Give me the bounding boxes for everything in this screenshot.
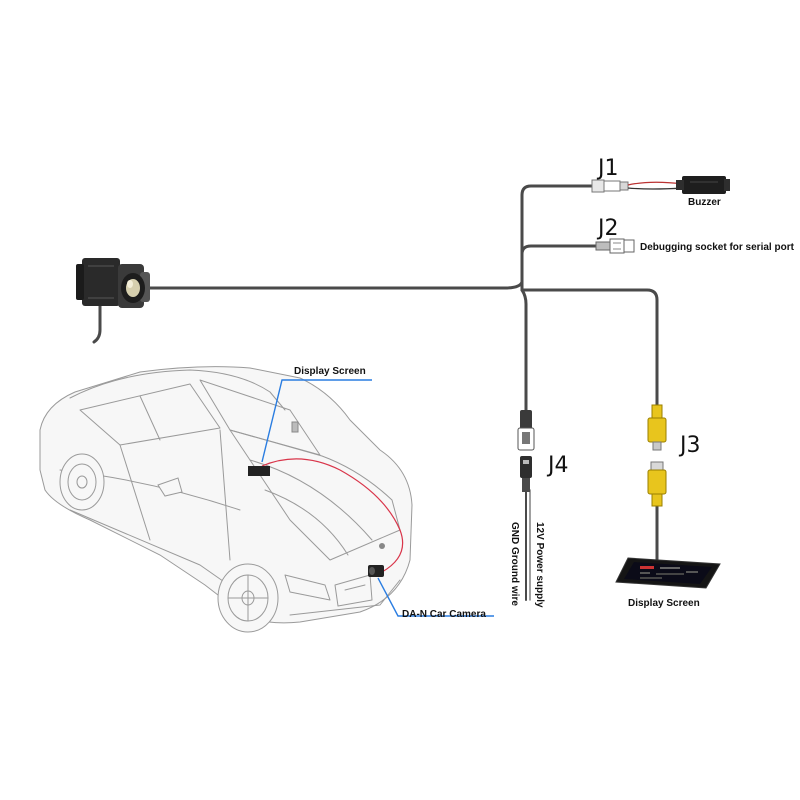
callout-display-screen bbox=[261, 379, 372, 463]
car-red-wire bbox=[261, 458, 404, 573]
j3-cable bbox=[520, 288, 659, 407]
callout-car-camera bbox=[377, 577, 494, 617]
callout-lines bbox=[261, 379, 494, 617]
label-ground-wire: GND Ground wire bbox=[509, 522, 520, 606]
buzzer-icon bbox=[676, 176, 730, 194]
car-illustration bbox=[39, 366, 413, 633]
j1-cable bbox=[520, 184, 594, 292]
label-j4: J4 bbox=[546, 453, 569, 478]
label-power-supply: 12V Power supply bbox=[534, 522, 545, 608]
label-j2: J2 bbox=[596, 216, 619, 241]
j2-connector bbox=[595, 238, 635, 254]
j3-rca-connector bbox=[647, 404, 667, 507]
label-buzzer: Buzzer bbox=[688, 197, 721, 208]
j2-cable bbox=[520, 244, 598, 256]
label-debug-socket: Debugging socket for serial port bbox=[640, 242, 795, 253]
j4-cable bbox=[520, 288, 528, 412]
buzzer-wire bbox=[627, 181, 685, 190]
thermal-camera bbox=[76, 258, 150, 308]
cable-network bbox=[92, 184, 659, 601]
label-j3: J3 bbox=[678, 433, 701, 458]
j1-connector bbox=[591, 179, 629, 193]
label-display-screen-car: Display Screen bbox=[294, 366, 366, 377]
j4-power-connector bbox=[517, 410, 535, 492]
camera-tail-cable bbox=[92, 304, 102, 344]
label-car-camera: DA-N Car Camera bbox=[402, 609, 486, 620]
car-dash-display bbox=[248, 466, 270, 476]
label-display-screen-device: Display Screen bbox=[628, 598, 700, 609]
display-screen-device bbox=[615, 557, 721, 589]
main-cable bbox=[148, 280, 524, 290]
car-camera-icon bbox=[368, 565, 384, 577]
label-j1: J1 bbox=[596, 156, 619, 181]
